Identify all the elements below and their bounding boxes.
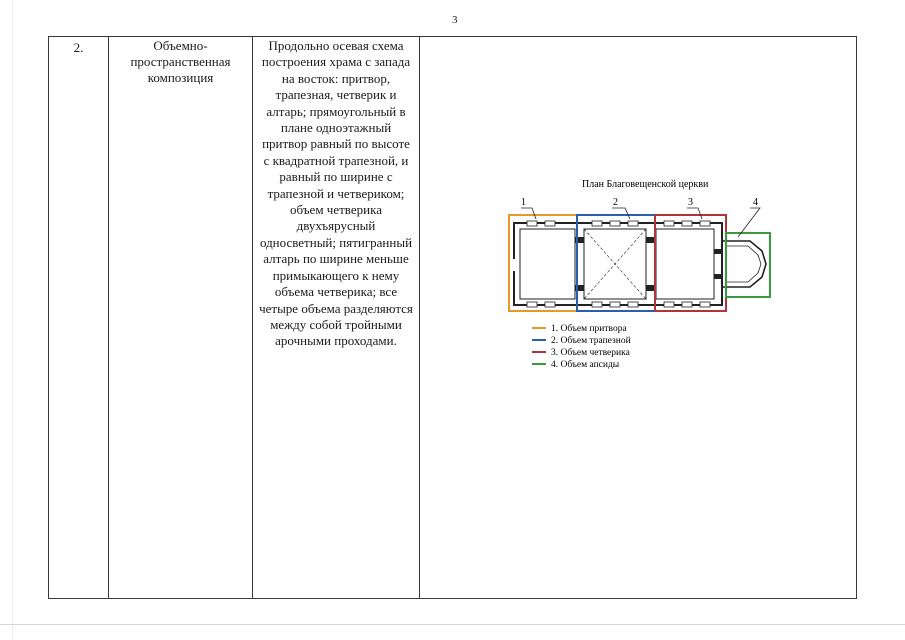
callout-leader-3 <box>687 207 703 220</box>
legend-label-4: 4. Объем апсиды <box>551 359 620 370</box>
row-name-text: Объемно-пространственная композиция <box>130 38 231 85</box>
plan-legend: 1. Объем притвора 2. Объем трапезной 3. … <box>532 323 631 370</box>
plan-apse-wall <box>722 240 767 288</box>
row-description-text: Продольно осевая схема построения храма … <box>259 38 413 349</box>
floor-plan-drawing <box>512 220 767 308</box>
document-table: 2. Объемно-пространственная композиция П… <box>48 36 857 599</box>
callout-1: 1 <box>521 197 526 208</box>
row-description: Продольно осевая схема построения храма … <box>252 36 420 599</box>
plan-cell: План Благовещенской церкви <box>419 36 857 599</box>
callout-2: 2 <box>613 197 618 208</box>
legend-label-2: 2. Объем трапезной <box>551 335 631 346</box>
plan-vestibule-wall <box>519 228 576 300</box>
callout-3: 3 <box>688 197 693 208</box>
callout-leader-1 <box>521 207 537 220</box>
plan-title: План Благовещенской церкви <box>582 179 709 190</box>
callout-4: 4 <box>753 197 758 208</box>
volume-outline-apse <box>725 232 771 298</box>
plan-apse-inner-wall <box>726 245 762 283</box>
callout-leader-4 <box>737 207 761 238</box>
row-number: 2. <box>48 36 109 599</box>
scan-bottom-edge <box>0 624 905 625</box>
plan-refectory-wall <box>583 228 647 300</box>
callout-leader-2 <box>612 207 631 220</box>
row-name: Объемно-пространственная композиция <box>108 36 253 599</box>
church-plan-figure: План Благовещенской церкви <box>508 179 771 370</box>
table-row: 2. Объемно-пространственная композиция П… <box>48 36 857 599</box>
plan-diagonal <box>583 228 647 300</box>
legend-label-1: 1. Объем притвора <box>551 323 627 334</box>
legend-label-3: 3. Объем четверика <box>551 347 631 358</box>
page-number: 3 <box>452 14 458 26</box>
plan-outer-wall <box>513 222 723 306</box>
scan-edge-line <box>12 0 13 640</box>
plan-quadrangle-wall <box>655 228 715 300</box>
